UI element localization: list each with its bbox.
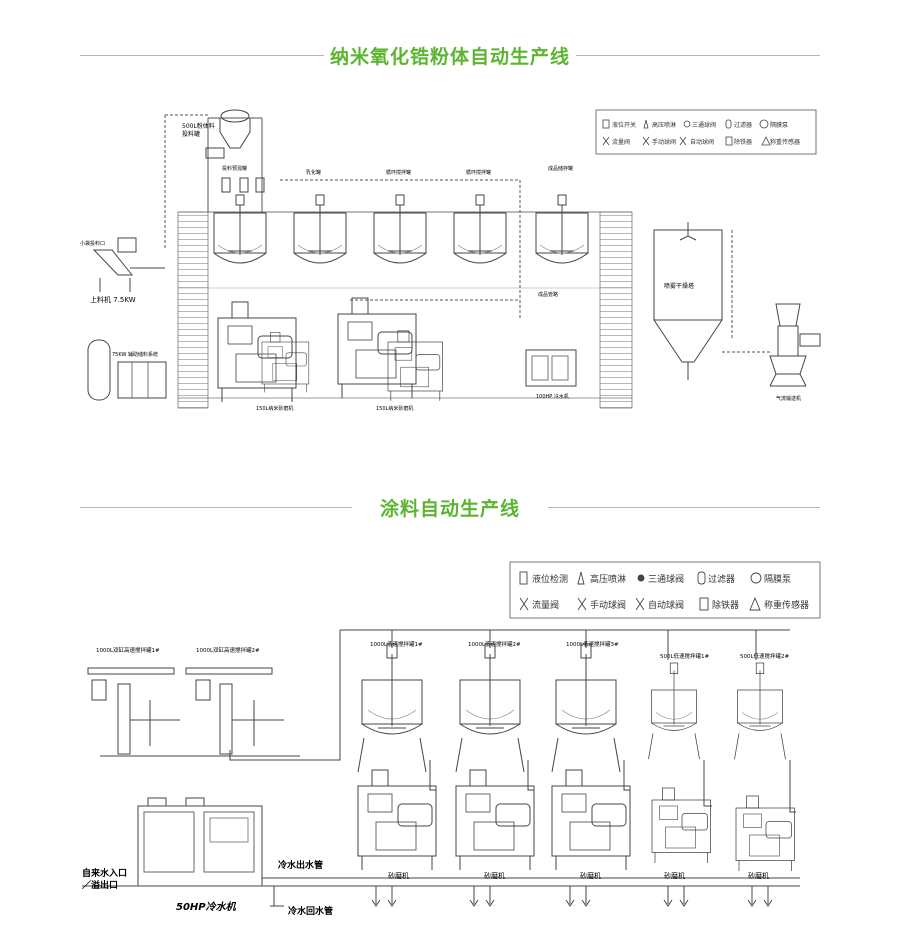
s1-legend-7: 自动球阀 xyxy=(690,138,714,146)
manual-valve-icon xyxy=(642,136,650,146)
flow-valve-icon xyxy=(602,136,610,146)
s2-legend-8: 除铁器 xyxy=(712,599,739,611)
s1-label-mill1: 150L纳米砂磨机 xyxy=(256,405,293,412)
s2-label-mixer2: 1000L双缸高速搅拌罐2# xyxy=(196,646,260,654)
s1-legend-6: 手动球阀 xyxy=(652,138,676,146)
s1-legend-8: 除铁器 xyxy=(734,138,752,146)
s1-label-feeder: 小袋投料口 xyxy=(80,240,105,247)
s2-label-mill-1: 砂磨机 xyxy=(388,871,409,880)
s2-iron-remover-icon xyxy=(699,597,709,611)
s2-label-water-in: 自来水入口 xyxy=(82,867,127,879)
s1-legend-1: 高压喷淋 xyxy=(652,121,676,129)
section2-title: 涂料自动生产线 xyxy=(379,498,520,520)
s2-filter-icon xyxy=(697,571,706,585)
s2-label-chiller: 50HP冷水机 xyxy=(176,901,237,913)
s2-legend-4: 隔膜泵 xyxy=(764,574,791,585)
s1-label-tank-b: 乳化罐 xyxy=(306,169,321,176)
s1-legend-9: 称重传感器 xyxy=(770,138,800,146)
s2-label-mixer1: 1000L双缸高速搅拌罐1# xyxy=(96,646,160,654)
liquid-level-icon xyxy=(602,119,610,129)
s2-manual-valve-icon xyxy=(577,597,587,611)
s2-legend-0: 液位检测 xyxy=(532,573,568,585)
s2-label-tank4: 500L低速搅拌罐1# xyxy=(660,652,710,660)
s2-label-mill-2: 砂磨机 xyxy=(484,871,505,880)
s2-legend-6: 手动球阀 xyxy=(590,599,626,611)
s2-auto-valve-icon xyxy=(635,597,645,611)
filter-icon xyxy=(725,119,732,129)
s2-liquid-level-icon xyxy=(519,571,528,585)
s2-diaphragm-pump-icon xyxy=(750,572,762,584)
s1-label-aux: 75KW 辅助储料系统 xyxy=(112,351,158,358)
s1-legend-4: 隔膜泵 xyxy=(770,121,788,129)
section2-rule-left xyxy=(80,507,352,508)
three-way-valve-icon xyxy=(683,120,691,128)
s2-label-mill-3: 砂磨机 xyxy=(580,871,601,880)
s2-spray-icon xyxy=(577,571,585,585)
section1-rule-right xyxy=(576,55,820,56)
s2-flow-valve-icon xyxy=(519,597,529,611)
s1-label-hopper: 500L粉体料 xyxy=(182,122,215,130)
iron-remover-icon xyxy=(725,136,733,146)
s2-label-tank3: 1000L低速搅拌罐3# xyxy=(566,640,619,648)
s1-label-conveyor: 气流输送机 xyxy=(776,395,801,402)
auto-valve-icon xyxy=(679,136,687,146)
s1-legend-0: 液位开关 xyxy=(612,121,636,129)
s2-legend-9: 称重传感器 xyxy=(764,599,809,611)
section1-rule-left xyxy=(80,55,324,56)
s2-label-cold-out: 冷水出水管 xyxy=(278,859,323,871)
s2-label-tank2: 1000L低速搅拌罐2# xyxy=(468,640,521,648)
s2-label-tank1: 1000L低速搅拌罐1# xyxy=(370,640,423,648)
s2-legend-1: 高压喷淋 xyxy=(590,573,626,585)
s2-legend-5: 流量阀 xyxy=(532,599,559,611)
s1-label-tank-e: 成品储存罐 xyxy=(548,165,573,172)
s1-legend-5: 流量阀 xyxy=(612,138,630,146)
s1-label-tank-c: 循环搅拌罐 xyxy=(386,169,411,176)
s2-label-tank5: 500L低速搅拌罐2# xyxy=(740,652,790,660)
s2-legend-7: 自动球阀 xyxy=(648,599,684,611)
s2-legend-2: 三通球阀 xyxy=(648,573,684,585)
s1-label-lifter: 上料机 7.5KW xyxy=(90,295,136,304)
s1-label-valve-note: 成品管路 xyxy=(538,291,558,298)
weight-sensor-icon xyxy=(761,136,771,146)
s2-label-mill-4: 砂磨机 xyxy=(664,871,685,880)
s1-label-tank-a: 投料预混罐 xyxy=(222,165,247,172)
s2-legend-3: 过滤器 xyxy=(708,573,735,585)
s1-label-dryer: 喷雾干燥塔 xyxy=(664,282,694,290)
s2-label-mill-5: 砂磨机 xyxy=(748,871,769,880)
s1-label-hopper2: 投料罐 xyxy=(182,130,200,138)
s2-three-way-valve-icon xyxy=(637,574,645,582)
s2-weight-sensor-icon xyxy=(749,596,761,611)
section1-title: 纳米氧化锆粉体自动生产线 xyxy=(329,46,570,68)
s1-legend-3: 过滤器 xyxy=(734,121,752,129)
s1-legend-2: 三通球阀 xyxy=(692,121,716,129)
section2-rule-right xyxy=(548,507,820,508)
s1-label-tank-d: 循环搅拌罐 xyxy=(466,169,491,176)
s2-label-cold-back: 冷水回水管 xyxy=(288,905,333,917)
s1-label-mill2: 150L纳米砂磨机 xyxy=(376,405,413,412)
s1-label-cooler: 100HP 冷水机 xyxy=(536,393,569,400)
spray-icon xyxy=(643,119,649,129)
s2-label-water-out: ／溢出口 xyxy=(82,879,118,891)
diaphragm-pump-icon xyxy=(759,119,769,129)
